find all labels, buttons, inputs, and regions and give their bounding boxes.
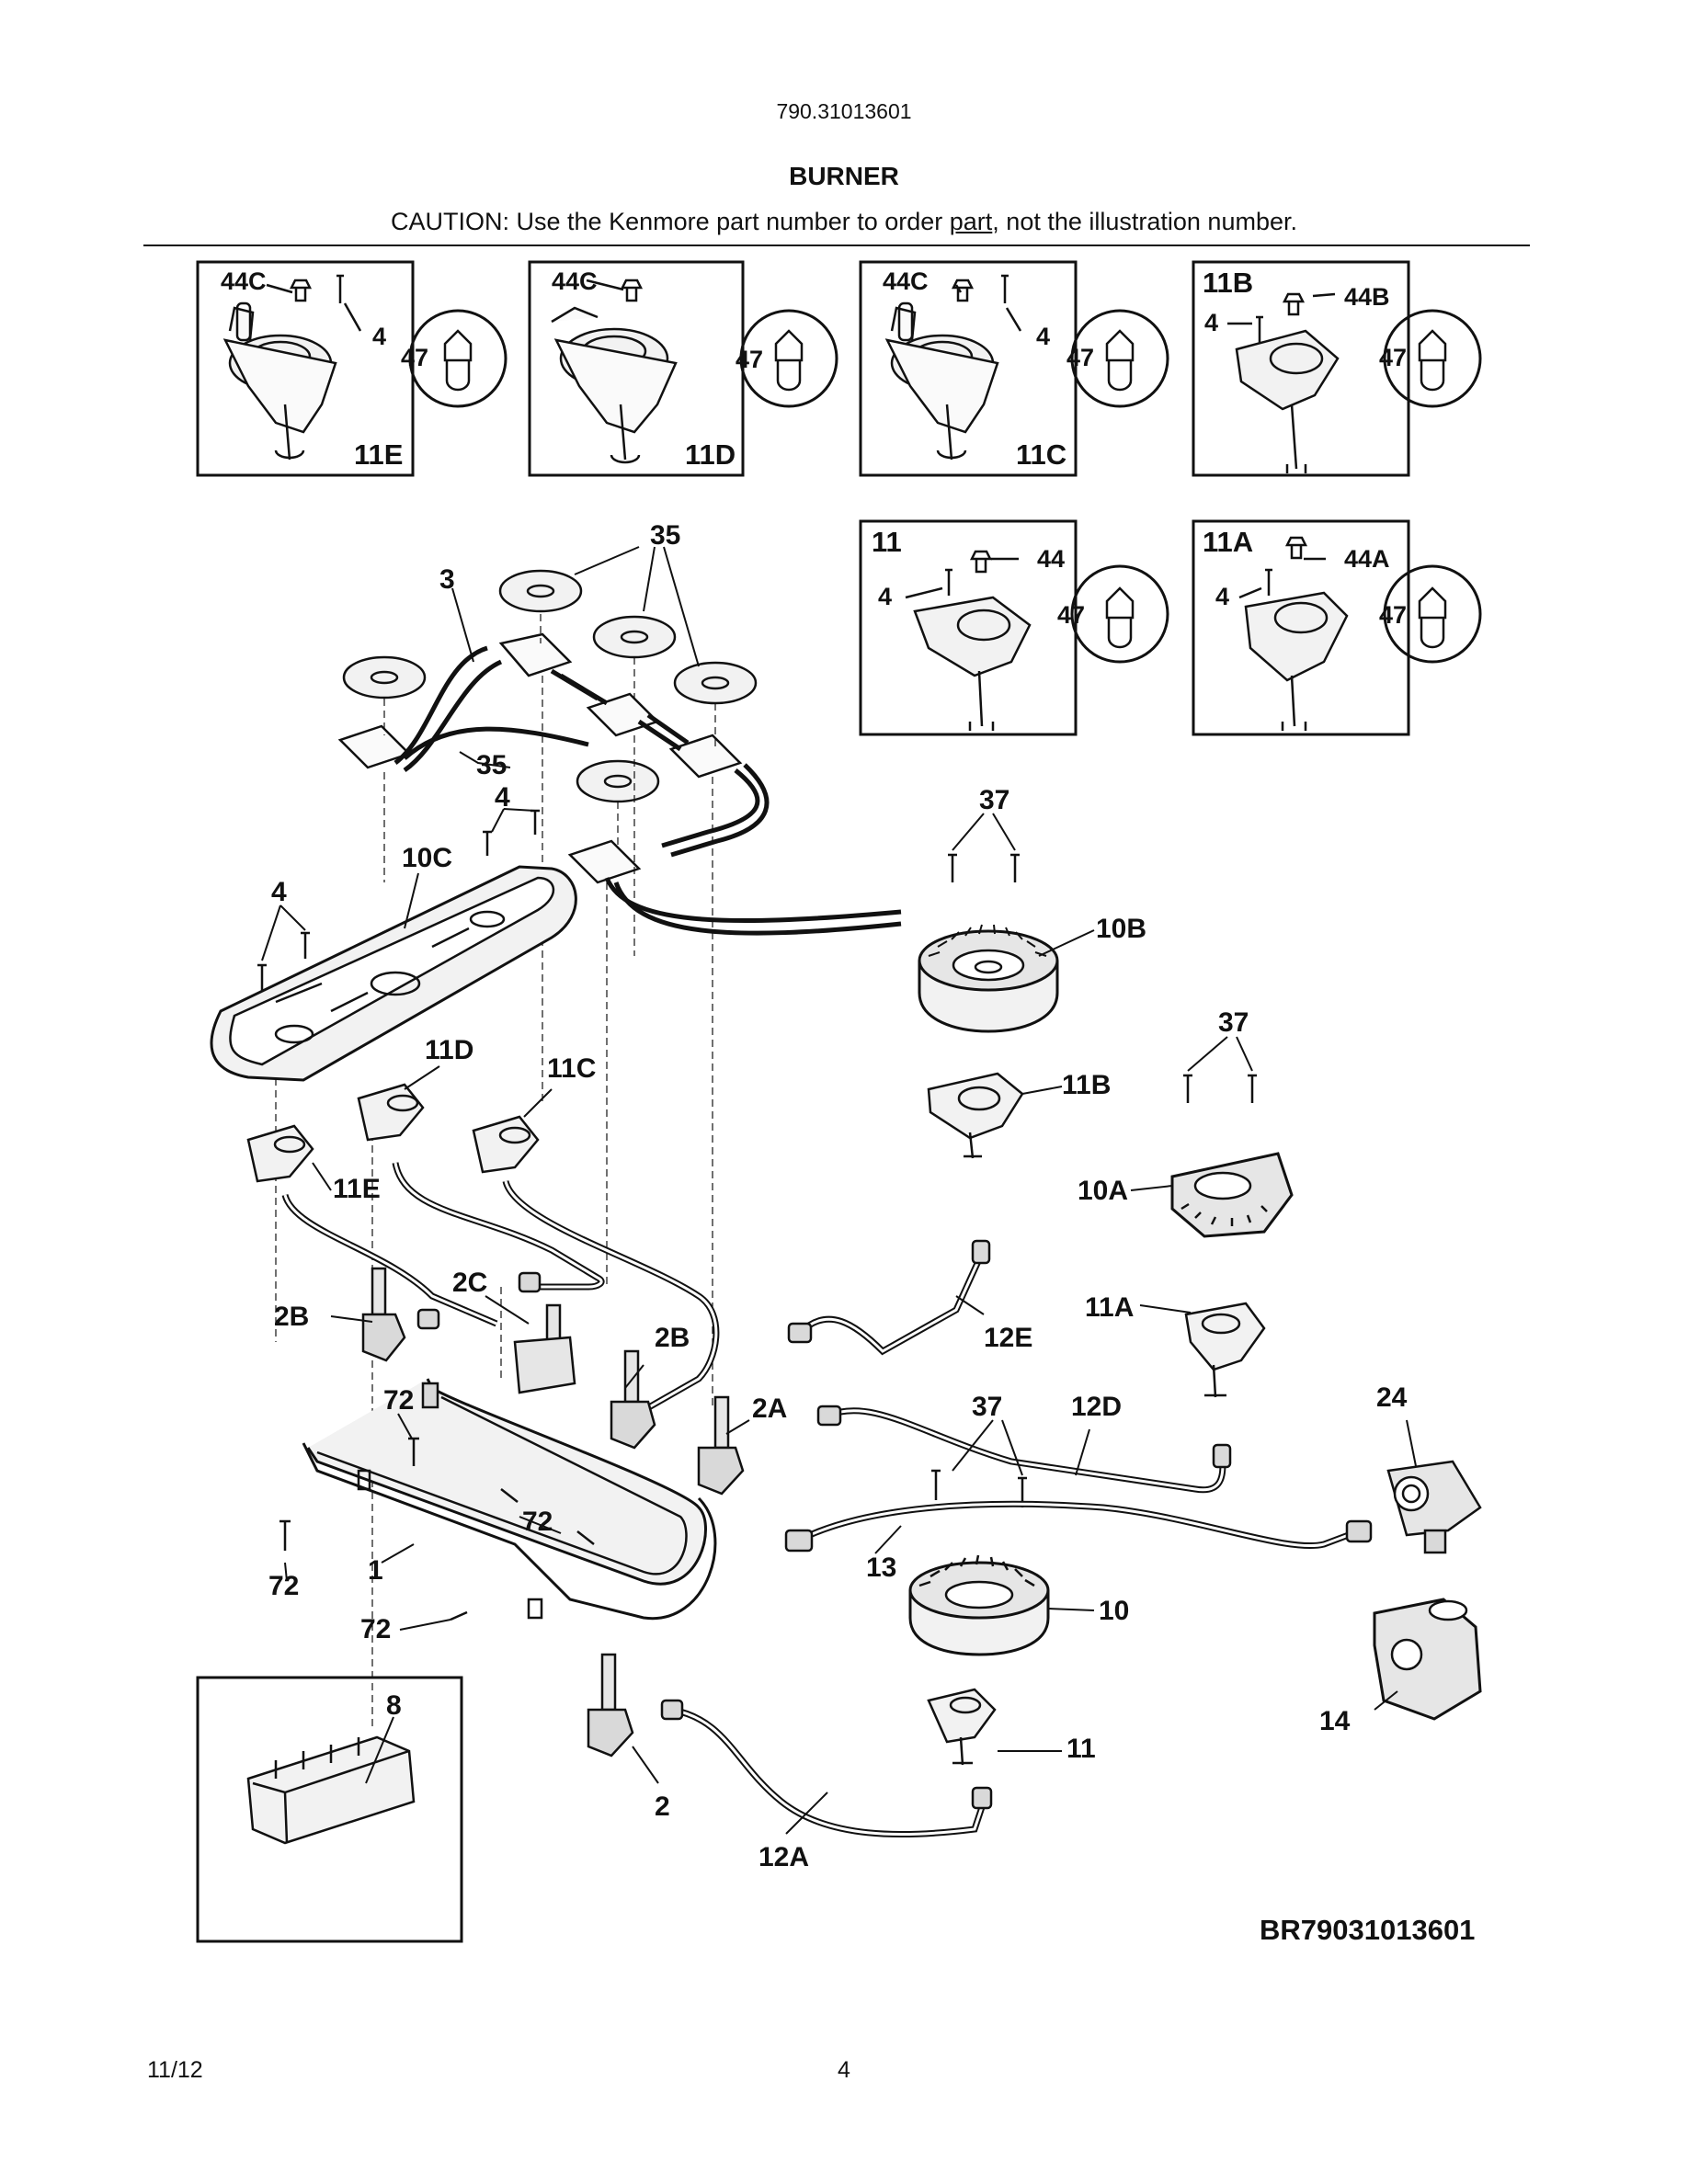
callout-12e: 12E [984,1323,1032,1353]
header-rule [143,245,1530,246]
burner-base-10a [1170,1152,1294,1238]
label-11b-44b: 44B [1344,283,1390,311]
callout-72-bottom: 72 [360,1614,391,1644]
callout-37-bottom: 37 [972,1392,1002,1422]
callout-10c: 10C [402,843,452,873]
callout-13: 13 [866,1553,896,1583]
callout-2c: 2C [452,1268,487,1298]
burner-valves-small [246,1083,540,1183]
label-11e-4: 4 [372,323,386,350]
callout-11: 11 [1066,1734,1096,1764]
callout-1: 1 [368,1555,383,1586]
label-11b-4: 4 [1204,309,1218,336]
label-11e-47: 47 [401,344,428,371]
label-11e-44c: 44C [221,267,267,295]
callout-4-top: 4 [495,782,510,813]
callout-10: 10 [1099,1596,1129,1626]
manifold-1 [302,1378,717,1621]
callout-2b-left: 2B [274,1302,309,1332]
callout-2a: 2A [752,1393,787,1424]
callout-72-left: 72 [268,1571,299,1601]
label-11-id: 11 [872,526,902,558]
caution-part-word: part [949,208,993,235]
gas-valves [361,1267,745,1757]
callout-11b: 11B [1062,1070,1111,1100]
footer-date: 11/12 [147,2057,203,2083]
callout-14: 14 [1319,1706,1351,1736]
callout-35-top: 35 [650,520,680,551]
label-11c-44c: 44C [883,267,929,295]
diagram-code: BR79031013601 [1260,1914,1475,1946]
callout-72-mid: 72 [522,1507,553,1537]
burner-base-10b [918,924,1059,1033]
inset-11b [1192,260,1482,477]
label-11a-id: 11A [1203,526,1253,558]
inset-11e [196,260,508,477]
caution-text-start: CAUTION: Use the Kenmore part number to … [391,208,950,235]
label-11a-4: 4 [1215,583,1229,610]
label-11c-4: 4 [1036,323,1050,350]
inset-11c [859,260,1169,477]
label-11-47: 47 [1057,601,1085,629]
callout-11c: 11C [547,1053,596,1084]
page-title: BURNER [789,162,899,190]
footer-page-number: 4 [838,2057,850,2083]
inset-11 [859,519,1169,736]
callout-8: 8 [386,1690,402,1721]
label-11c-id: 11C [1016,438,1066,471]
callout-72-top: 72 [383,1385,414,1416]
spark-module-8 [246,1735,416,1845]
callout-11d: 11D [425,1035,473,1065]
label-11e-id: 11E [354,438,403,471]
label-11b-47: 47 [1379,344,1407,371]
callout-37-top: 37 [979,785,1009,815]
elbow-24 [1386,1460,1482,1554]
burner-valve-11 [927,1688,997,1766]
label-11c-47: 47 [1066,344,1094,371]
burner-valve-11b [927,1072,1024,1159]
caution-text-end: , not the illustration number. [992,208,1297,235]
label-11b-id: 11B [1203,267,1253,299]
label-11a-44a: 44A [1344,545,1390,573]
inset-11d [528,260,838,477]
callout-37-mid: 37 [1218,1007,1249,1038]
callout-10a: 10A [1078,1176,1128,1206]
burner-valve-11a [1184,1302,1266,1398]
inset-8-box [196,1676,463,1943]
regulator-14 [1373,1598,1482,1721]
label-11d-id: 11D [685,438,736,471]
label-11-44: 44 [1037,545,1065,573]
inset-11a [1192,519,1482,736]
callout-11a: 11A [1085,1292,1134,1323]
callout-2b-right: 2B [655,1323,690,1353]
callout-11e: 11E [333,1174,381,1204]
label-11d-47: 47 [736,346,763,373]
callout-4-left: 4 [271,877,287,907]
label-11d-44c: 44C [552,267,598,295]
callout-12a: 12A [758,1842,809,1872]
callout-3: 3 [439,564,455,595]
ignition-harness-3 [275,569,902,1728]
burner-head-10c [210,865,577,1082]
label-11-4: 4 [878,583,892,610]
model-number: 790.31013601 [776,99,912,123]
callout-35-mid: 35 [476,750,507,780]
burner-base-10 [908,1554,1050,1656]
callout-10b: 10B [1096,914,1146,944]
callout-2: 2 [655,1792,670,1822]
caution-note: CAUTION: Use the Kenmore part number to … [0,208,1688,236]
callout-12d: 12D [1071,1392,1122,1422]
label-11a-47: 47 [1379,601,1407,629]
callout-24: 24 [1376,1382,1408,1413]
